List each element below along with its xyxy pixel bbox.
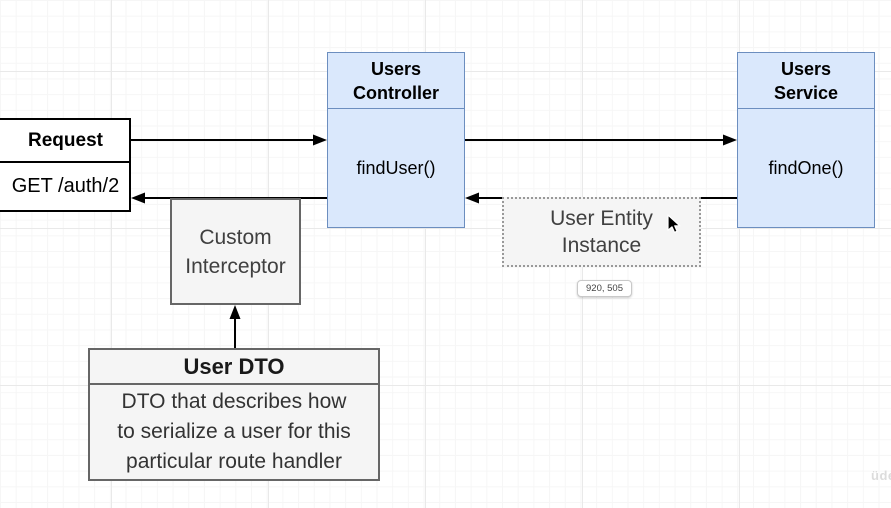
users-service-node[interactable]: Users Service findOne(): [737, 52, 875, 228]
mouse-cursor-icon: [667, 214, 681, 233]
node-label-line: Custom: [199, 225, 272, 249]
request-subtitle: GET /auth/2: [11, 175, 120, 197]
node-label-line: User Entity: [550, 207, 653, 230]
node-title-line: Service: [773, 82, 839, 103]
node-description-line: particular route handler: [126, 450, 342, 473]
user-entity-instance-label: User Entity Instance: [550, 205, 653, 259]
user-dto-node[interactable]: User DTO DTO that describes how to seria…: [88, 348, 380, 481]
request-title: Request: [0, 120, 129, 163]
arrow-request-to-controller[interactable]: [131, 134, 327, 146]
watermark: üde: [871, 468, 891, 483]
arrow-dto-to-interceptor[interactable]: [229, 305, 241, 348]
arrow-controller-to-service[interactable]: [465, 134, 737, 146]
custom-interceptor-label: Custom Interceptor: [185, 223, 285, 281]
node-title-line: Users: [780, 58, 832, 79]
users-controller-method: findUser(): [356, 157, 436, 178]
users-controller-node[interactable]: Users Controller findUser(): [327, 52, 465, 228]
custom-interceptor-node[interactable]: Custom Interceptor: [170, 198, 301, 305]
user-dto-description: DTO that describes how to serialize a us…: [90, 385, 378, 479]
node-title-line: Controller: [352, 82, 439, 103]
user-dto-title: User DTO: [90, 350, 378, 385]
node-label-line: Instance: [561, 234, 642, 257]
node-description-line: DTO that describes how: [121, 390, 347, 413]
users-service-method: findOne(): [768, 157, 844, 178]
users-service-title: Users Service: [738, 53, 874, 109]
node-title-line: Users: [370, 58, 422, 79]
user-entity-instance-node[interactable]: User Entity Instance: [502, 197, 701, 267]
position-tooltip: 920, 505: [577, 280, 632, 297]
users-controller-title: Users Controller: [328, 53, 464, 109]
request-node[interactable]: Request GET /auth/2: [0, 118, 131, 212]
node-description-line: to serialize a user for this: [117, 420, 351, 443]
node-label-line: Interceptor: [185, 254, 286, 278]
